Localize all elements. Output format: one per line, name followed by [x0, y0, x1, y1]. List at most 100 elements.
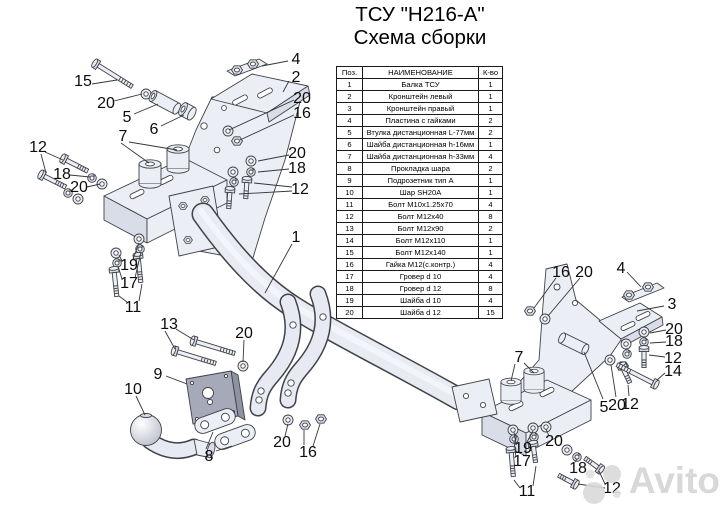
parts-table-cell: Кронштейн левый: [362, 90, 479, 103]
leader-line: [164, 330, 176, 350]
title-line2: Схема сборки: [353, 26, 487, 49]
callout-label: 18: [288, 160, 306, 177]
parts-table-cell: 8: [478, 282, 503, 295]
leader-line: [135, 395, 146, 416]
parts-table-cell: 4: [478, 270, 503, 283]
leader-line: [91, 79, 118, 85]
beam-strap-parts: [249, 285, 332, 417]
callout-label: 14: [664, 363, 682, 380]
parts-table-cell: 2: [478, 162, 503, 175]
leader-line: [626, 271, 642, 288]
callout-label: 5: [123, 109, 132, 126]
parts-table-cell: 14: [336, 234, 363, 247]
leader-line: [133, 103, 159, 115]
parts-table-cell: 3: [336, 102, 363, 115]
parts-table-header-cell: К-во: [478, 66, 503, 79]
callout-label: 16: [299, 444, 317, 461]
callout-label: 8: [205, 448, 214, 465]
leader-line: [118, 295, 128, 303]
parts-table-cell: 4: [478, 198, 503, 211]
callout-label: 20: [608, 397, 626, 414]
parts-table-cell: 18: [336, 282, 363, 295]
callout-label: 7: [515, 349, 524, 366]
leader-line: [118, 254, 123, 262]
leader-line: [312, 423, 321, 447]
watermark: Avito: [581, 457, 720, 505]
leader-line: [282, 80, 290, 93]
leader-line: [649, 329, 667, 334]
callout-label: 20: [97, 95, 115, 112]
parts-table-cell: Гровер d 10: [362, 270, 479, 283]
leader-line: [44, 151, 64, 161]
avito-logo-icon: [582, 465, 621, 504]
parts-table-cell: 2: [478, 222, 503, 235]
parts-table-cell: Болт М12х90: [362, 222, 479, 235]
leader-line: [649, 341, 667, 344]
parts-table-cell: 1: [478, 174, 503, 187]
parts-table-cell: 6: [336, 138, 363, 151]
parts-table-cell: Болт М12х140: [362, 246, 479, 259]
callout-label: 11: [519, 483, 536, 500]
parts-table-cell: 16: [336, 258, 363, 271]
parts-table-cell: 4: [478, 294, 503, 307]
parts-table-cell: 13: [336, 222, 363, 235]
callout-label: 7: [119, 128, 128, 145]
leader-line: [257, 168, 290, 173]
leader-line: [627, 384, 630, 397]
parts-table-cell: 2: [478, 114, 503, 127]
parts-table-cell: Шайба d 10: [362, 294, 479, 307]
leader-line: [583, 351, 604, 400]
leader-lines: [40, 60, 667, 489]
leader-line: [513, 479, 521, 489]
callout-label: 4: [617, 260, 626, 277]
leader-line: [138, 283, 143, 302]
parts-table-cell: 9: [336, 174, 363, 187]
leader-line: [533, 277, 557, 309]
parts-table-cell: 2: [336, 90, 363, 103]
leader-line: [160, 114, 185, 127]
parts-table-cell: 1: [478, 234, 503, 247]
parts-table-cell: Подрозетник тип А: [362, 174, 479, 187]
parts-table-cell: Шайба дистанционная h-33мм: [362, 150, 479, 163]
leader-line: [510, 363, 516, 382]
leader-line: [117, 265, 123, 280]
leader-line: [523, 362, 535, 374]
beam-flange-right: [451, 378, 498, 423]
parts-table-cell: Болт М10х1.25х70: [362, 198, 479, 211]
leader-line: [205, 431, 214, 450]
leader-line: [636, 305, 665, 312]
page-title: ТСУ "H216-A" Схема сборки: [334, 3, 506, 49]
leader-line: [165, 375, 188, 385]
leader-line: [656, 372, 666, 381]
callout-label: 20: [70, 179, 88, 196]
leader-line: [610, 364, 617, 398]
parts-table-cell: 12: [336, 210, 363, 223]
leader-line: [239, 114, 295, 141]
leader-line: [242, 339, 245, 363]
parts-table-cell: 15: [336, 246, 363, 259]
parts-table-cell: 5: [336, 126, 363, 139]
parts-table-cell: 4: [336, 114, 363, 127]
leader-line: [69, 174, 91, 178]
leader-line: [228, 99, 295, 131]
callout-label: 20: [665, 321, 683, 338]
callout-label: 20: [545, 433, 563, 450]
parts-table-cell: Пластина с гайками: [362, 114, 479, 127]
parts-table-cell: Болт М12х110: [362, 234, 479, 247]
callout-label: 12: [664, 350, 682, 367]
callout-label: 20: [273, 434, 291, 451]
callout-label: 15: [74, 73, 92, 90]
callout-label: 18: [569, 460, 587, 477]
callout-label: 12: [291, 181, 309, 198]
callout-label: 20: [293, 90, 311, 107]
